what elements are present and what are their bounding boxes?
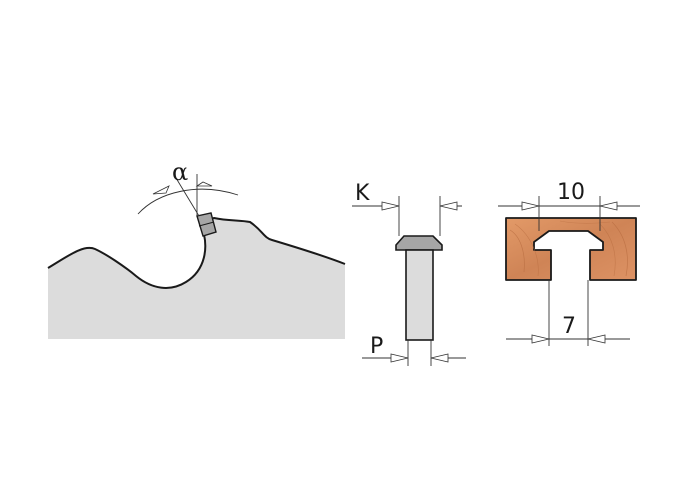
dimension-7: 7 <box>506 280 630 346</box>
k-label: K <box>355 181 370 206</box>
tooth-seat <box>198 221 215 227</box>
wood-grain-4 <box>611 221 628 277</box>
cutter-head <box>395 235 443 251</box>
alpha-arrow-right <box>195 181 213 187</box>
wood-grain-5 <box>559 220 611 224</box>
d10-arrow-right <box>599 201 618 211</box>
p-arrow-right <box>430 353 449 363</box>
alpha-arrow-left <box>152 185 170 195</box>
cutter-profile <box>395 235 443 341</box>
wood-grain-3 <box>599 223 616 277</box>
dimension-10: 10 <box>498 180 640 231</box>
k-dimension: K <box>352 181 462 236</box>
wood-block <box>505 217 637 281</box>
blade-outline <box>47 216 346 289</box>
alpha-ref-line-tooth <box>175 177 200 217</box>
alpha-angle-annotation: α <box>137 158 239 217</box>
d7-label: 7 <box>562 314 576 339</box>
wood-grain-1 <box>509 229 525 273</box>
d10-label: 10 <box>557 180 585 205</box>
cutter-shank <box>405 249 434 341</box>
p-dimension: P <box>362 334 466 366</box>
wood-t-slot <box>505 217 637 281</box>
blade-body <box>48 218 345 339</box>
alpha-arc <box>137 188 239 215</box>
saw-blade <box>47 212 346 339</box>
p-arrow-left <box>390 353 409 363</box>
alpha-label: α <box>172 158 188 186</box>
d10-arrow-left <box>521 201 540 211</box>
k-arrow-left <box>381 201 400 211</box>
p-label: P <box>370 334 383 359</box>
wood-grain-2 <box>514 223 539 277</box>
d7-arrow-right <box>587 334 606 344</box>
k-arrow-right <box>439 201 458 211</box>
d7-arrow-left <box>531 334 550 344</box>
